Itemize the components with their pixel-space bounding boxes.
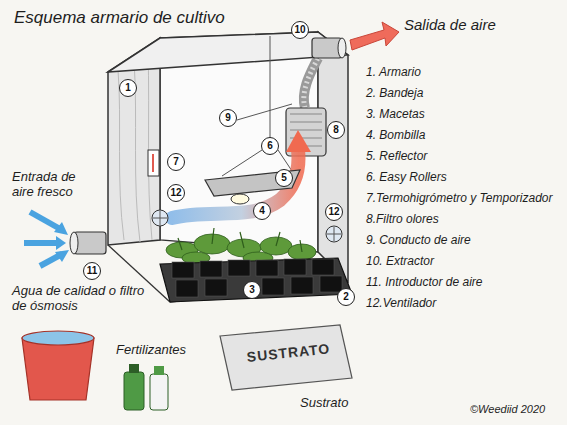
callout-number: 2 (337, 288, 355, 306)
part-name: 9. Conducto de aire (366, 234, 471, 248)
part-name: 1. Armario (366, 66, 421, 80)
callout-number: 1 (119, 79, 137, 97)
callout-number: 8 (327, 121, 345, 139)
air-exit-label: Salida de aire (404, 16, 496, 33)
part-name: 5. Reflector (366, 150, 427, 164)
part-name: 3. Macetas (366, 108, 425, 122)
part-name: 4. Bombilla (366, 129, 425, 143)
watermark: ©Weediid 2020 (470, 403, 545, 416)
part-name: 6. Easy Rollers (366, 171, 447, 185)
part-name: 2. Bandeja (366, 87, 423, 101)
fertilizer-label: Fertilizantes (116, 343, 186, 358)
callout-number: 12 (325, 203, 343, 221)
callout-number: 5 (275, 169, 293, 187)
water-label: Agua de calidad o filtro de ósmosis (12, 284, 162, 314)
callout-number: 9 (219, 109, 237, 127)
part-name: 10. Extractor (366, 255, 434, 269)
callout-number: 12 (167, 184, 185, 202)
air-inlet-label: Entrada de aire fresco (12, 170, 98, 200)
part-name: 8.Filtro olores (366, 213, 439, 227)
part-name: 12.Ventilador (366, 297, 436, 311)
callout-number: 10 (291, 21, 309, 39)
part-name: 11. Introductor de aire (366, 276, 483, 290)
part-name: 7.Termohigrómetro y Temporizador (366, 192, 553, 206)
title: Esquema armario de cultivo (14, 8, 225, 28)
callout-number: 6 (261, 137, 279, 155)
callout-number: 3 (243, 281, 261, 299)
substrate-label: Sustrato (300, 396, 348, 411)
callout-number: 7 (167, 153, 185, 171)
callout-number: 11 (83, 262, 101, 280)
callout-number: 4 (253, 202, 271, 220)
